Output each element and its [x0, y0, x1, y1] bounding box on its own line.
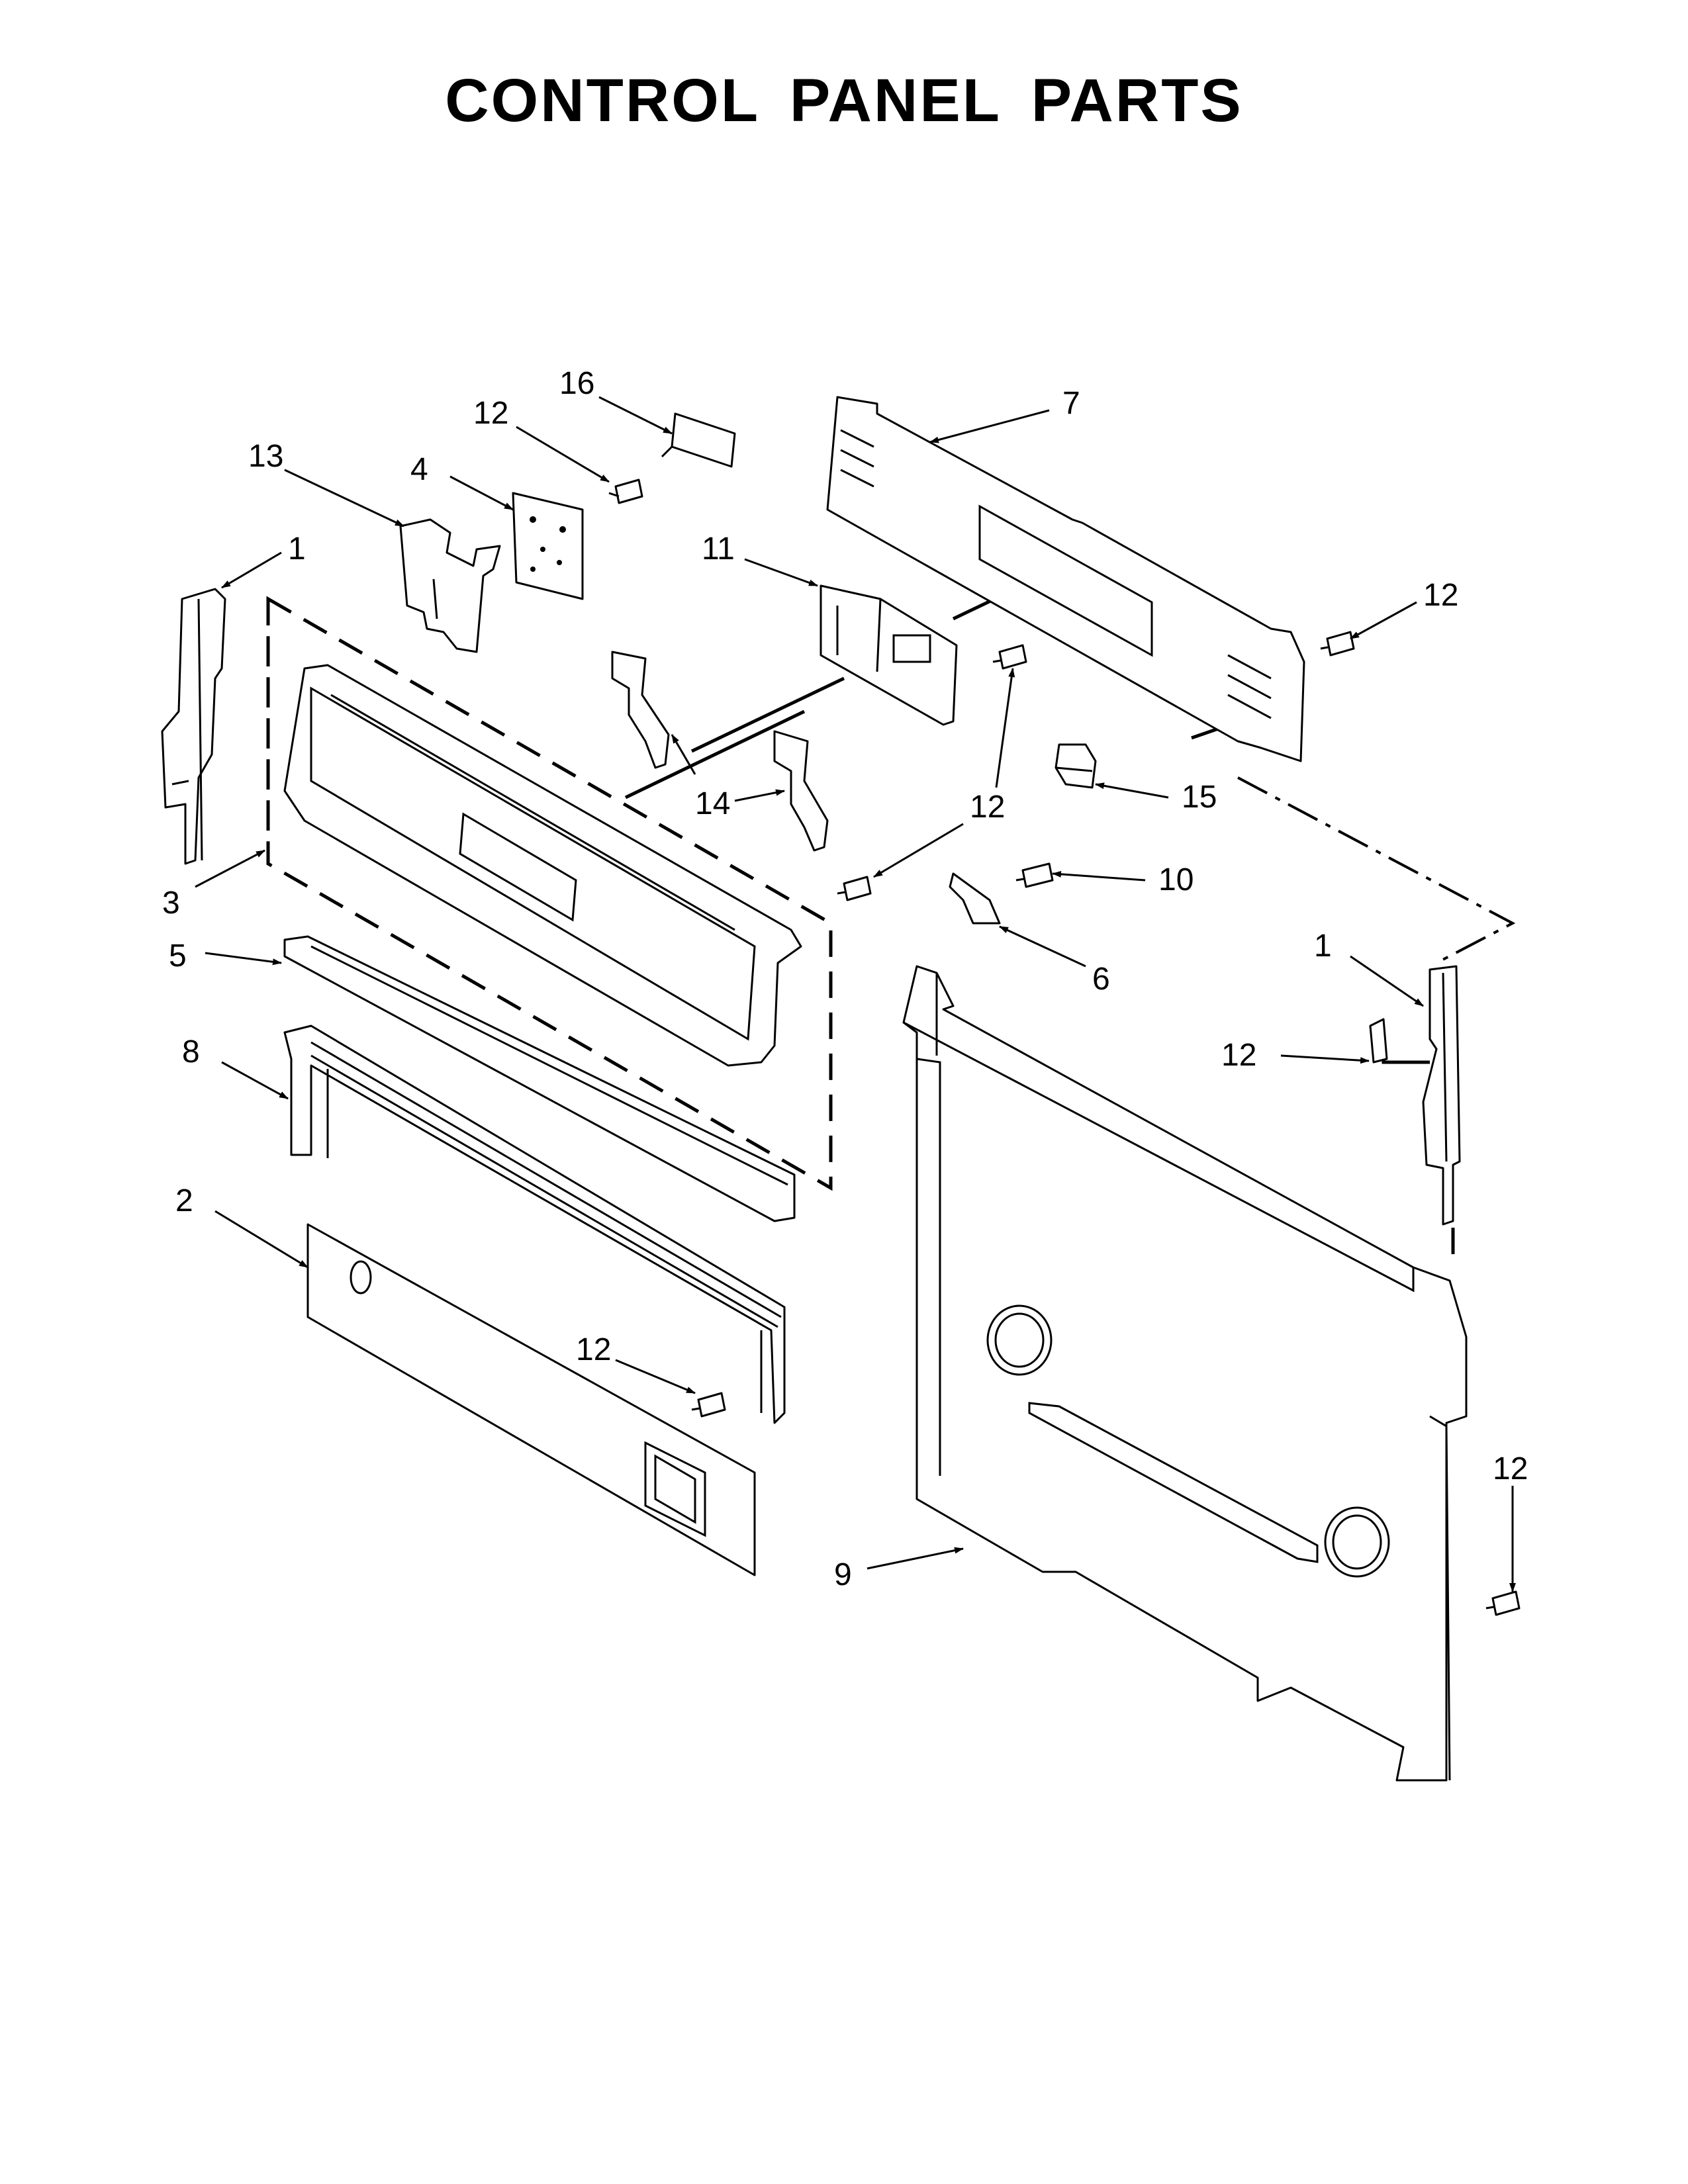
callout-12-mid: 12 [970, 790, 1005, 825]
callout-12-lower-left: 12 [576, 1332, 611, 1367]
assembly-dashed-outline [266, 596, 833, 1191]
part-control-module [820, 584, 958, 726]
screw-end-cap-right [1369, 1018, 1388, 1064]
callout-10: 10 [1158, 862, 1194, 897]
callout-6: 6 [1092, 962, 1110, 997]
screw-rear-panel [1320, 631, 1355, 657]
part-end-cap-left [161, 588, 226, 865]
page-title: CONTROL PANEL PARTS [445, 67, 1243, 134]
callout-14: 14 [695, 786, 730, 821]
callout-5: 5 [169, 938, 187, 974]
screw-top-board [608, 478, 643, 504]
part-clip-small [949, 872, 1001, 925]
part-lower-panel [306, 1223, 756, 1576]
part-trim-strip [283, 935, 796, 1222]
part-support-arm-left [611, 651, 670, 769]
callout-9: 9 [834, 1557, 852, 1592]
callout-2: 2 [175, 1183, 193, 1218]
part-small-bracket [661, 412, 736, 468]
callout-3: 3 [162, 886, 180, 921]
callout-4: 4 [410, 452, 428, 487]
callout-7: 7 [1062, 386, 1080, 421]
callout-11: 11 [702, 531, 735, 567]
screw-bottom-right [1485, 1590, 1521, 1616]
leader-arrows [195, 396, 1516, 1592]
part-end-cap-right [1422, 965, 1461, 1226]
callout-16: 16 [559, 366, 594, 401]
part-connector [1055, 743, 1097, 789]
screw-bracket-10 [1015, 862, 1054, 888]
screw-lower-panel [691, 1392, 726, 1418]
part-frame [283, 1024, 786, 1424]
part-rear-bracket-panel [826, 396, 1305, 762]
callout-1-right: 1 [1314, 929, 1332, 964]
callout-15: 15 [1182, 780, 1217, 815]
callout-12-bottom-right: 12 [1493, 1451, 1528, 1486]
part-circuit-board [512, 492, 584, 600]
assembly-guide-right [1237, 776, 1516, 964]
callout-12-right-bracket: 12 [1221, 1038, 1256, 1073]
screw-console [837, 876, 872, 901]
callout-12-top: 12 [473, 396, 508, 431]
part-large-rear-panel [902, 965, 1468, 1782]
part-control-console [283, 664, 802, 1067]
callout-12-right-top: 12 [1423, 578, 1458, 613]
part-clip-bracket [399, 518, 501, 653]
callout-13: 13 [248, 439, 283, 474]
part-support-arm-right [773, 730, 829, 852]
callout-1-left: 1 [288, 531, 306, 567]
callout-numbers: 1 13 4 12 16 7 11 12 14 12 15 10 6 3 5 1… [162, 366, 1528, 1592]
callout-8: 8 [182, 1034, 200, 1069]
screw-module [992, 644, 1027, 670]
